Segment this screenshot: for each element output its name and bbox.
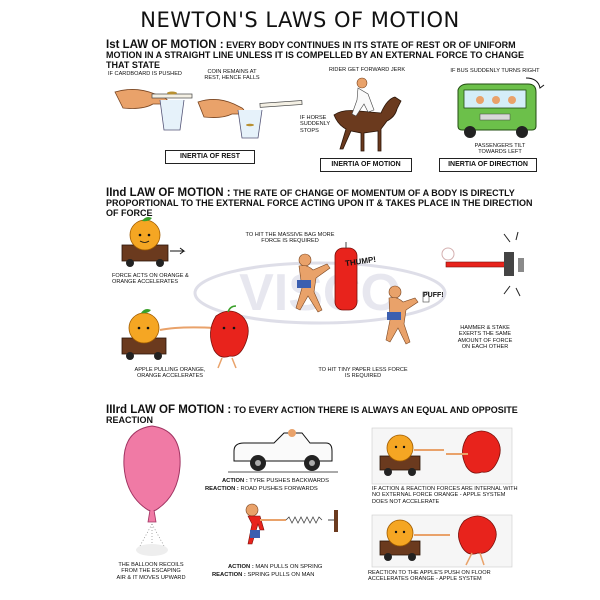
horse-rider-illustration [333, 77, 402, 152]
car-reaction-value: ROAD PUSHES FORWARDS [240, 486, 318, 492]
caption-internal-force: IF ACTION & REACTION FORCES ARE INTERNAL… [372, 486, 518, 505]
page-title: NEWTON'S LAWS OF MOTION [140, 8, 460, 32]
car-action-text: ACTION : TYRE PUSHES BACKWARDS [222, 478, 362, 485]
car-icon [233, 432, 333, 462]
spring-reaction-label: REACTION : [212, 572, 246, 578]
caption-hammer: HAMMER & STAKE EXERTS THE SAME AMOUNT OF… [457, 325, 513, 351]
wheel-icon [516, 126, 528, 138]
arrow-icon [170, 247, 186, 255]
air-puff-icon [136, 544, 168, 556]
hammer-stake-illustration [445, 231, 524, 297]
cardboard-icon [151, 93, 193, 99]
internal-force-illustration [371, 427, 513, 485]
orange-icon [128, 312, 160, 344]
floor-reaction-illustration [371, 514, 513, 568]
glass-icon [159, 99, 185, 131]
apple-icon [210, 310, 249, 358]
spring-reaction-text: REACTION : SPRING PULLS ON MAN [212, 572, 372, 579]
caption-tiny-paper: TO HIT TINY PAPER LESS FORCE IS REQUIRED [318, 367, 408, 380]
car-reaction-label: REACTION : [205, 486, 239, 492]
hammer-head-icon [504, 252, 514, 276]
spring-action-value: MAN PULLS ON SPRING [255, 564, 323, 570]
law1-statement: Ist LAW OF MOTION : EVERY BODY CONTINUES… [106, 39, 546, 70]
coin-cardboard-illustration [114, 89, 303, 139]
puff-label: PUFF! [423, 292, 444, 299]
hammer-handle-icon [445, 261, 509, 268]
law3-text: TO EVERY ACTION THERE IS ALWAYS AN EQUAL… [106, 405, 518, 425]
rider-body-icon [351, 87, 375, 117]
paper-boxer-illustration [385, 285, 430, 345]
car-action-label: ACTION : [222, 478, 248, 484]
caption-horse: IF HORSE SUDDENLY STOPS [300, 115, 330, 134]
box-inertia-motion: INERTIA OF MOTION [320, 158, 412, 172]
caption-passengers: PASSENGERS TILT TOWARDS LEFT [474, 143, 526, 156]
caption-apple-pulling: APPLE PULLING ORANGE, ORANGE ACCELERATES [134, 367, 206, 380]
boxer-icon [385, 297, 419, 345]
law2-text: THE RATE OF CHANGE OF MOMENTUM OF A BODY… [106, 188, 533, 218]
car-illustration [228, 429, 338, 473]
law1-text: EVERY BODY CONTINUES IN ITS STATE OF RES… [106, 40, 525, 70]
spring-icon [285, 516, 323, 524]
orange-icon [386, 519, 414, 547]
law3-statement: IIIrd LAW OF MOTION : TO EVERY ACTION TH… [106, 404, 546, 425]
arrow-icon [525, 77, 545, 89]
box-inertia-direction: INERTIA OF DIRECTION [439, 158, 537, 172]
orange-icon [386, 434, 414, 462]
law2-statement: IInd LAW OF MOTION : THE RATE OF CHANGE … [106, 187, 546, 218]
balloon-icon [123, 425, 181, 512]
hand-icon [197, 99, 245, 118]
boxer-icon [295, 263, 331, 313]
balloon-illustration [123, 425, 181, 556]
spring-reaction-value: SPRING PULLS ON MAN [247, 572, 315, 578]
orange-cart-illustration [121, 217, 186, 267]
spring-action-label: ACTION : [228, 564, 254, 570]
hand-icon [114, 89, 168, 109]
caption-balloon: THE BALLOON RECOILS FROM THE ESCAPING AI… [116, 562, 186, 581]
apple-icon [458, 515, 497, 555]
caption-rider: RIDER GET FORWARD JERK [328, 67, 406, 73]
car-reaction-text: REACTION : ROAD PUSHES FORWARDS [205, 486, 365, 493]
caption-massive-bag: TO HIT THE MASSIVE BAG MORE FORCE IS REQ… [245, 232, 335, 245]
wheel-icon [464, 126, 476, 138]
box-inertia-rest: INERTIA OF REST [165, 150, 255, 164]
car-action-value: TYRE PUSHES BACKWARDS [249, 478, 329, 484]
paper-icon [422, 291, 430, 303]
caption-force-orange: FORCE ACTS ON ORANGE & ORANGE ACCELERATE… [112, 273, 189, 286]
coin-icon [246, 123, 254, 127]
spring-action-text: ACTION : MAN PULLS ON SPRING [228, 564, 368, 571]
stake-icon [518, 258, 524, 272]
caption-bus: IF BUS SUDDENLY TURNS RIGHT [450, 68, 540, 74]
law2-heading: IInd LAW OF MOTION : [106, 187, 231, 199]
punching-bag-illustration [295, 242, 358, 313]
coin-icon [167, 91, 177, 95]
law3-heading: IIIrd LAW OF MOTION : [106, 404, 232, 416]
caption-coin: COIN REMAINS AT REST, HENCE FALLS [204, 69, 260, 82]
apple-orange-illustration [121, 305, 249, 369]
rider-head-icon [356, 77, 368, 89]
orange-icon [129, 219, 161, 251]
bus-illustration [457, 77, 545, 138]
spring-man-illustration [245, 503, 338, 545]
caption-cardboard: IF CARDBOARD IS PUSHED [108, 71, 182, 77]
law1-heading: Ist LAW OF MOTION : [106, 39, 224, 51]
apple-icon [462, 430, 501, 474]
caption-floor-reaction: REACTION TO THE APPLE'S PUSH ON FLOOR AC… [368, 570, 491, 583]
